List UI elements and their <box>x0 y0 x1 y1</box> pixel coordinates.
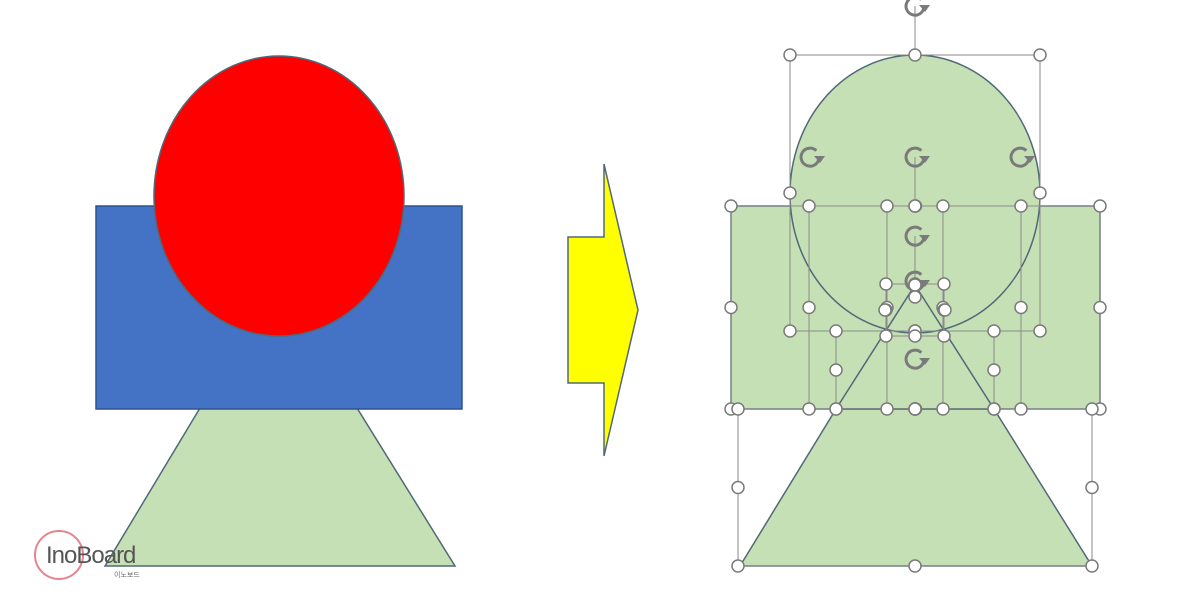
rotate-handle-icon[interactable] <box>904 348 930 370</box>
resize-handle-icon[interactable] <box>987 363 1001 377</box>
resize-handle-icon[interactable] <box>1085 402 1099 416</box>
logo-subtext: 이노보드 <box>114 572 140 579</box>
rotate-handles <box>799 0 1035 370</box>
resize-handle-icon[interactable] <box>1014 199 1028 213</box>
resize-handle-icon[interactable] <box>937 329 951 343</box>
resize-handle-icon[interactable] <box>1033 48 1047 62</box>
resize-handle-icon[interactable] <box>1014 300 1028 315</box>
resize-handle-icon[interactable] <box>1085 559 1099 573</box>
rotate-handle-icon[interactable] <box>904 146 930 168</box>
resize-handle-icon[interactable] <box>829 324 843 338</box>
resize-handle-icon[interactable] <box>724 199 738 213</box>
resize-handle-icon[interactable] <box>1033 324 1047 338</box>
resize-handle-icon[interactable] <box>783 48 797 62</box>
resize-handle-icon[interactable] <box>880 402 894 416</box>
resize-handle-icon[interactable] <box>802 199 816 213</box>
inoboard-logo: InoBoard 이노보드 <box>32 530 152 586</box>
resize-handle-icon[interactable] <box>878 303 892 317</box>
resize-handle-icon[interactable] <box>987 402 1001 416</box>
rotate-handle-icon[interactable] <box>904 225 930 247</box>
resize-handle-icon[interactable] <box>724 300 738 315</box>
circle-shape[interactable] <box>153 55 405 337</box>
resize-handle-icon[interactable] <box>908 329 922 343</box>
resize-handle-icon[interactable] <box>829 363 843 377</box>
resize-handle-icon[interactable] <box>1014 402 1028 416</box>
resize-handle-icon[interactable] <box>879 277 893 291</box>
resize-handle-icon[interactable] <box>731 402 745 416</box>
merged-trapezoid-shape[interactable] <box>738 408 1094 567</box>
resize-handle-icon[interactable] <box>936 199 950 213</box>
resize-handle-icon[interactable] <box>731 480 745 495</box>
rotate-handle-icon[interactable] <box>904 0 930 17</box>
resize-handle-icon[interactable] <box>908 48 922 62</box>
resize-handle-icon[interactable] <box>802 300 816 315</box>
right-arrow-shape[interactable] <box>567 163 639 457</box>
resize-handle-icon[interactable] <box>879 329 893 343</box>
rotate-handle-icon[interactable] <box>799 146 825 168</box>
resize-handle-icon[interactable] <box>1085 480 1099 495</box>
resize-handle-icon[interactable] <box>1093 199 1107 213</box>
resize-handle-icon[interactable] <box>783 186 797 200</box>
rotate-handle-icon[interactable] <box>1009 146 1035 168</box>
resize-handle-icon[interactable] <box>908 402 922 416</box>
trapezoid-shape[interactable] <box>103 407 457 567</box>
resize-handle-icon[interactable] <box>783 324 797 338</box>
resize-handle-icon[interactable] <box>1033 186 1047 200</box>
resize-handle-icon[interactable] <box>802 402 816 416</box>
resize-handle-icon[interactable] <box>987 324 1001 338</box>
resize-handle-icon[interactable] <box>908 278 922 292</box>
logo-text: InoBoard <box>46 542 136 569</box>
resize-handles <box>724 48 1107 573</box>
resize-handle-icon[interactable] <box>938 303 952 317</box>
resize-handle-icon[interactable] <box>908 559 922 573</box>
original-shapes <box>95 55 463 567</box>
resize-handle-icon[interactable] <box>937 277 951 291</box>
logo-ring-icon <box>34 530 84 580</box>
merged-shapes <box>730 54 1101 567</box>
resize-handle-icon[interactable] <box>880 199 894 213</box>
resize-handle-icon[interactable] <box>1093 300 1107 315</box>
resize-handle-icon[interactable] <box>936 402 950 416</box>
resize-handle-icon[interactable] <box>908 199 922 213</box>
resize-handle-icon[interactable] <box>829 402 843 416</box>
resize-handle-icon[interactable] <box>908 290 922 304</box>
resize-handle-icon[interactable] <box>731 559 745 573</box>
